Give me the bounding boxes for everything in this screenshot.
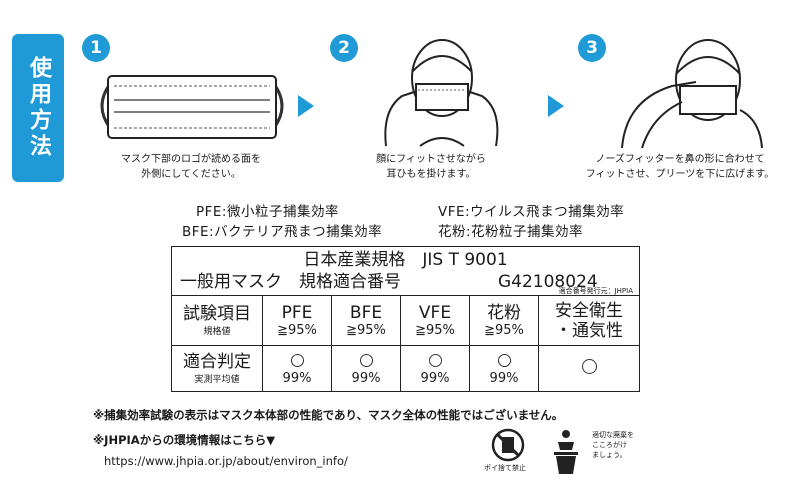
- column-name: 安全衛生: [555, 300, 623, 321]
- pass-circle-icon: [497, 353, 511, 367]
- step-3-number: 3: [578, 34, 606, 62]
- result-vfe: 99%: [400, 345, 470, 392]
- column-name: 花粉: [487, 303, 521, 323]
- face-adjusting-nose-fitter-illustration: [621, 39, 763, 149]
- usage-section-tab: 使用方法: [12, 34, 64, 182]
- proper-disposal-line-1: 適切な廃棄を: [592, 431, 634, 439]
- step-3-caption-line-1: ノーズフィッターを鼻の形に合わせて: [595, 154, 765, 165]
- step-2-caption-line-1: 顔にフィットさせながら: [376, 154, 486, 165]
- proper-disposal-line-3: ましょう。: [592, 451, 627, 459]
- jis-standard-header: 日本産業規格 JIS T 9001 一般用マスク 規格適合番号 G4210802…: [171, 246, 640, 296]
- column-name: BFE: [349, 303, 383, 323]
- column-name: PFE: [281, 303, 313, 323]
- pass-circle-icon: [428, 353, 442, 367]
- step-2-number: 2: [330, 34, 358, 62]
- result-value: 99%: [351, 370, 381, 386]
- jis-standard-title: 日本産業規格 JIS T 9001: [303, 250, 508, 270]
- mask-illustration: [100, 75, 284, 139]
- column-name: VFE: [418, 303, 452, 323]
- section-title: 使用方法: [26, 56, 51, 160]
- step-2-caption: 顔にフィットさせながら 耳ひもを掛けます。: [346, 152, 516, 182]
- measured-average-label: 実測平均値: [194, 375, 240, 385]
- column-kafun: 花粉 ≧95%: [469, 295, 539, 346]
- column-standard: ≧95%: [277, 323, 317, 338]
- result-value: 99%: [489, 370, 519, 386]
- legend-kafun: 花粉:花粉粒子捕集効率: [438, 224, 584, 240]
- proper-disposal-line-2: こころがけ: [592, 441, 627, 449]
- result-kafun: 99%: [469, 345, 539, 392]
- step-1-caption-line-2: 外側にしてください。: [141, 169, 241, 180]
- pass-circle-icon: [290, 353, 304, 367]
- conformity-number-label: 一般用マスク 規格適合番号: [180, 272, 401, 292]
- disclaimer-note: ※捕集効率試験の表示はマスク本体部の性能であり、マスク全体の性能ではございません…: [93, 408, 564, 422]
- column-standard: ≧95%: [415, 323, 455, 338]
- conformity-number: G42108024: [498, 272, 598, 292]
- row-conformity-header: 適合判定 実測平均値: [171, 345, 263, 392]
- env-info-note: ※JHPIAからの環境情報はこちら▼: [93, 433, 276, 447]
- face-putting-on-mask-illustration: [384, 39, 499, 147]
- legend-pfe: PFE:微小粒子捕集効率: [196, 204, 339, 220]
- column-vfe: VFE ≧95%: [400, 295, 470, 346]
- no-littering-label: ポイ捨て禁止: [484, 464, 526, 472]
- conformity-label: 適合判定: [183, 352, 251, 372]
- result-value: 99%: [420, 370, 450, 386]
- result-value: 99%: [282, 370, 312, 386]
- conformity-issuer: 適合番号発行元：JHPIA: [558, 287, 633, 295]
- column-standard: ≧95%: [346, 323, 386, 338]
- step-2-caption-line-2: 耳ひもを掛けます。: [386, 169, 476, 180]
- step-1-caption: マスク下部のロゴが読める面を 外側にしてください。: [96, 152, 286, 182]
- pass-circle-icon: [581, 359, 597, 374]
- column-standard: ・通気性: [555, 320, 623, 341]
- legend-bfe: BFE:バクテリア飛まつ捕集効率: [182, 224, 383, 240]
- result-pfe: 99%: [262, 345, 332, 392]
- result-bfe: 99%: [331, 345, 401, 392]
- pass-circle-icon: [359, 353, 373, 367]
- env-info-link[interactable]: https://www.jhpia.or.jp/about/environ_in…: [104, 454, 348, 468]
- row-test-items-header: 試験項目 規格値: [171, 295, 263, 346]
- proper-disposal-text: 適切な廃棄を こころがけ ましょう。: [592, 430, 634, 460]
- step-arrow-1: [298, 95, 314, 117]
- spec-table: 試験項目 規格値 PFE ≧95% BFE ≧95% VFE ≧95% 花粉 ≧…: [171, 295, 640, 392]
- step-1-caption-line-1: マスク下部のロゴが読める面を: [121, 154, 261, 165]
- column-pfe: PFE ≧95%: [262, 295, 332, 346]
- step-3-caption-line-2: フィットさせ、プリーツを下に広げます。: [585, 169, 775, 180]
- no-littering-icon: [491, 428, 525, 462]
- result-safety-hygiene: [538, 345, 640, 392]
- test-items-label: 試験項目: [183, 304, 251, 324]
- standard-value-label: 規格値: [203, 327, 231, 337]
- legend-vfe: VFE:ウイルス飛まつ捕集効率: [438, 204, 625, 220]
- step-1-number: 1: [82, 34, 110, 62]
- column-bfe: BFE ≧95%: [331, 295, 401, 346]
- step-arrow-2: [548, 95, 564, 117]
- column-safety-hygiene: 安全衛生 ・通気性: [538, 295, 640, 346]
- trash-bin-icon: [554, 430, 578, 474]
- column-standard: ≧95%: [484, 323, 524, 338]
- step-3-caption: ノーズフィッターを鼻の形に合わせて フィットさせ、プリーツを下に広げます。: [578, 152, 782, 182]
